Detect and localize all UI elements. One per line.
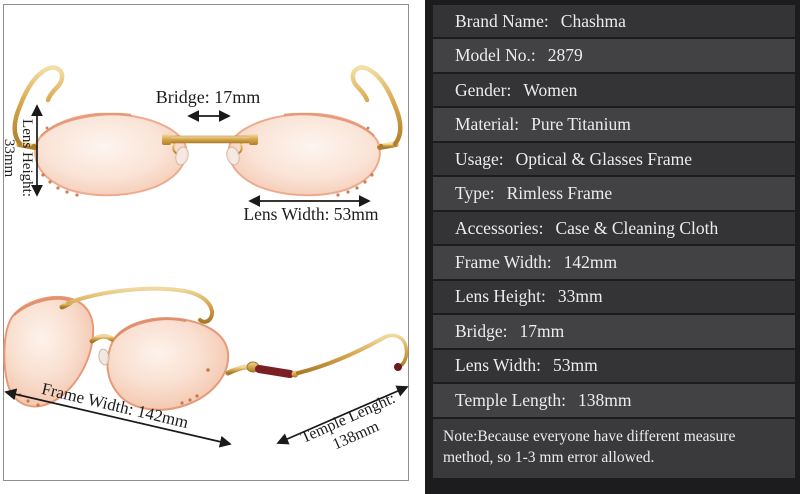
spec-label: Model No.: <box>455 45 536 66</box>
photo-panel: Bridge: 17mm Lens Height: 33mm Lens Widt… <box>0 4 409 481</box>
spec-label: Lens Width: <box>455 355 541 376</box>
spec-label: Lens Height: <box>455 286 546 307</box>
spec-value: Pure Titanium <box>531 114 631 135</box>
spec-row-frame-width: Frame Width: 142mm <box>433 246 795 279</box>
glasses-front-view-image <box>5 48 405 208</box>
temple-hook <box>383 333 409 369</box>
glasses-side-view-image <box>3 286 409 411</box>
spec-row-type: Type: Rimless Frame <box>433 177 795 210</box>
near-lens-edge <box>13 297 73 316</box>
spec-label: Temple Length: <box>455 389 567 410</box>
spec-label: Brand Name: <box>455 10 549 31</box>
spec-row-usage: Usage: Optical & Glasses Frame <box>433 142 795 176</box>
lens-height-label-line1: Lens Height: <box>19 119 35 197</box>
lens-height-dimension-label: Lens Height: 33mm <box>0 103 36 213</box>
spec-label: Accessories: <box>455 217 544 238</box>
far-lens-edge <box>113 317 187 340</box>
far-lens <box>106 317 230 411</box>
spec-value: Case & Cleaning Cloth <box>555 217 719 238</box>
bridge-endcap-left <box>162 134 171 145</box>
spec-row-brand-name: Brand Name: Chashma <box>433 5 795 38</box>
spec-row-accessories: Accessories: Case & Cleaning Cloth <box>433 211 795 245</box>
spec-label: Bridge: <box>455 320 508 341</box>
far-hinge-arm <box>225 364 251 376</box>
spec-value: 138mm <box>578 389 632 410</box>
spec-label: Type: <box>455 183 495 204</box>
spec-row-bridge: Bridge: 17mm <box>433 315 795 348</box>
bridge <box>89 333 115 344</box>
spec-label: Material: <box>455 114 520 135</box>
lens-height-label-line2: 33mm <box>1 138 17 178</box>
near-temple-arm <box>66 286 215 324</box>
bridge-dimension-label: Bridge: 17mm <box>155 87 261 107</box>
spec-value: Women <box>523 79 578 100</box>
spec-row-lens-height: Lens Height: 33mm <box>433 280 795 314</box>
lens-width-dimension-label: Lens Width: 53mm <box>243 204 379 224</box>
spec-row-lens-width: Lens Width: 53mm <box>433 349 795 383</box>
near-lens <box>3 296 95 408</box>
spec-value: 53mm <box>552 355 598 376</box>
spec-value: Chashma <box>560 10 626 31</box>
spec-row-material: Material: Pure Titanium <box>433 108 795 141</box>
burgundy-accent <box>255 365 294 378</box>
spec-value: 33mm <box>557 286 603 307</box>
nose-pad <box>98 348 110 366</box>
bridge-bar <box>167 135 253 144</box>
spec-label: Usage: <box>455 148 504 169</box>
spec-value: 17mm <box>519 320 565 341</box>
spec-label: Frame Width: <box>455 252 552 273</box>
note-text: Note:Because everyone have different mea… <box>433 418 795 478</box>
spec-row-model-no: Model No.: 2879 <box>433 39 795 72</box>
spec-row-gender: Gender: Women <box>433 73 795 107</box>
bridge-endcap-right <box>249 134 258 145</box>
spec-value: 142mm <box>563 252 618 273</box>
spec-value: Rimless Frame <box>506 183 613 204</box>
spec-value: 2879 <box>547 45 583 66</box>
temple-end-tip <box>394 363 402 371</box>
long-temple-arm <box>296 335 387 375</box>
spec-value: Optical & Glasses Frame <box>515 148 693 169</box>
spec-row-temple-length: Temple Length: 138mm <box>433 384 795 417</box>
spec-table: Brand Name: Chashma Model No.: 2879 Gend… <box>425 0 800 494</box>
spec-label: Gender: <box>455 79 512 100</box>
